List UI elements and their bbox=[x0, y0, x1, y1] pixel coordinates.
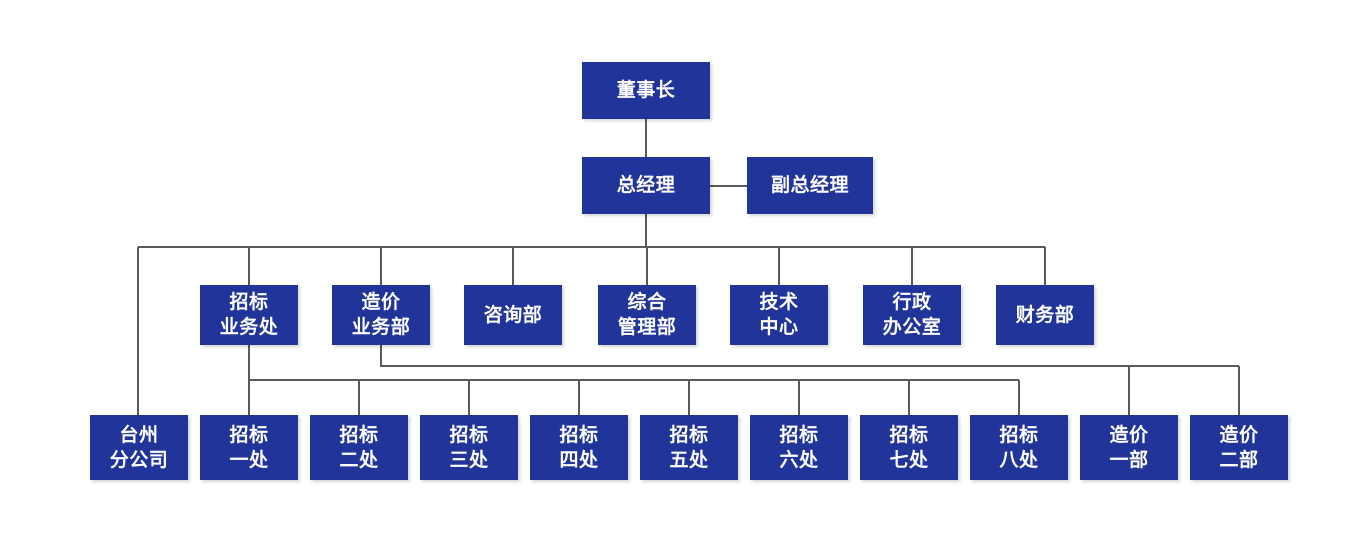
node-department-4[interactable]: 综合 管理部 bbox=[598, 285, 696, 345]
node-unit-6[interactable]: 招标 五处 bbox=[640, 415, 738, 480]
node-unit-9[interactable]: 招标 八处 bbox=[970, 415, 1068, 480]
node-chairman[interactable]: 董事长 bbox=[582, 62, 710, 119]
node-unit-11[interactable]: 造价 二部 bbox=[1190, 415, 1288, 480]
zaojia-drop-elbow bbox=[380, 345, 1239, 367]
node-department-3[interactable]: 咨询部 bbox=[464, 285, 562, 345]
node-department-6[interactable]: 行政 办公室 bbox=[863, 285, 961, 345]
node-deputy-general-manager[interactable]: 副总经理 bbox=[747, 157, 873, 214]
node-unit-2[interactable]: 招标 一处 bbox=[200, 415, 298, 480]
node-unit-8[interactable]: 招标 七处 bbox=[860, 415, 958, 480]
node-unit-4[interactable]: 招标 三处 bbox=[420, 415, 518, 480]
node-department-5[interactable]: 技术 中心 bbox=[730, 285, 828, 345]
node-department-1[interactable]: 招标 业务处 bbox=[200, 285, 298, 345]
node-unit-5[interactable]: 招标 四处 bbox=[530, 415, 628, 480]
node-department-2[interactable]: 造价 业务部 bbox=[332, 285, 430, 345]
node-unit-10[interactable]: 造价 一部 bbox=[1080, 415, 1178, 480]
node-department-7[interactable]: 财务部 bbox=[996, 285, 1094, 345]
node-unit-3[interactable]: 招标 二处 bbox=[310, 415, 408, 480]
node-general-manager[interactable]: 总经理 bbox=[582, 157, 710, 214]
node-unit-1[interactable]: 台州 分公司 bbox=[90, 415, 188, 480]
node-unit-7[interactable]: 招标 六处 bbox=[750, 415, 848, 480]
